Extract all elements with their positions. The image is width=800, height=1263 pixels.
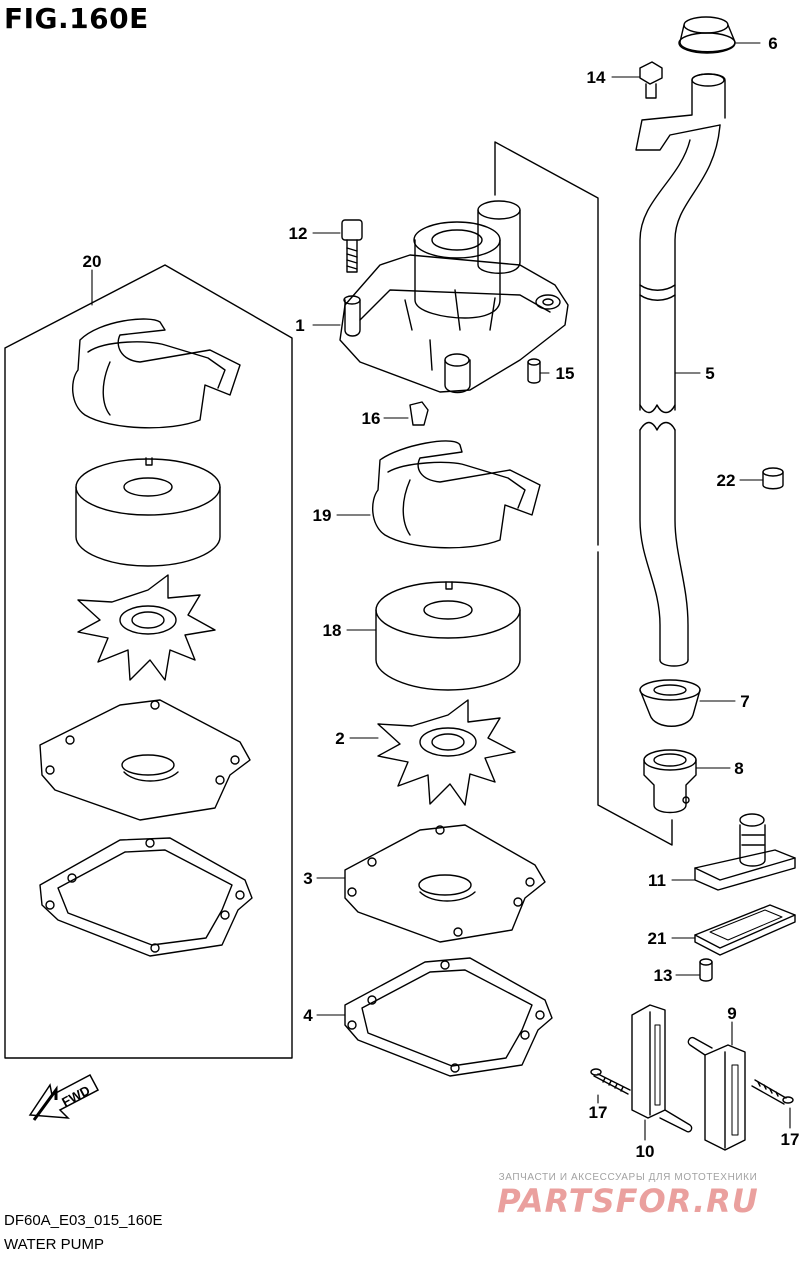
callout-22: 22 — [717, 471, 736, 490]
callout-18: 18 — [323, 621, 342, 640]
water-tube-5-lower — [639, 421, 689, 667]
impeller-2 — [377, 699, 516, 806]
callout-17-left: 17 — [589, 1103, 608, 1122]
callout-20: 20 — [83, 252, 102, 271]
grommet-6 — [678, 16, 736, 54]
gasket-4 — [344, 957, 553, 1077]
callout-11: 11 — [648, 871, 666, 890]
callout-21: 21 — [648, 929, 667, 948]
callout-13: 13 — [654, 966, 673, 985]
callout-17-right: 17 — [781, 1130, 800, 1149]
watermark-tagline: ЗАПЧАСТИ И АКСЕССУАРЫ ДЛЯ МОТОТЕХНИКИ — [499, 1172, 758, 1183]
callout-19: 19 — [313, 506, 332, 525]
callout-9: 9 — [727, 1004, 736, 1023]
callout-16: 16 — [362, 409, 381, 428]
callout-8: 8 — [734, 759, 743, 778]
callout-14: 14 — [587, 68, 606, 87]
kit-liner-plate — [39, 699, 251, 821]
screw-17-left — [590, 1068, 631, 1095]
watermark-logo: PARTSFOR.RU — [497, 1182, 758, 1220]
wire-clip-19 — [372, 440, 541, 549]
callout-4: 4 — [303, 1006, 313, 1025]
spacer-22 — [762, 467, 784, 490]
screw-17-right — [751, 1079, 794, 1105]
callout-2: 2 — [335, 729, 344, 748]
callout-labels: 20 1 12 15 16 19 18 2 3 4 6 14 5 22 7 8 … — [83, 34, 800, 1161]
mount-9 — [687, 1036, 746, 1151]
figure-title: FIG.160E — [4, 2, 149, 35]
kit-insert-ring — [75, 457, 221, 567]
model-code: DF60A_E03_015_160E — [4, 1212, 163, 1229]
callout-5: 5 — [705, 364, 714, 383]
mount-10 — [631, 1004, 693, 1133]
leader-lines — [91, 42, 791, 1141]
nipple-11 — [694, 813, 796, 891]
callout-3: 3 — [303, 869, 312, 888]
callout-15: 15 — [556, 364, 575, 383]
pump-housing — [339, 200, 569, 394]
pin-15 — [527, 358, 541, 384]
fwd-direction-arrow: FWD — [28, 1073, 100, 1121]
screw-13 — [699, 958, 713, 982]
insert-18 — [375, 581, 521, 691]
callout-1: 1 — [295, 316, 304, 335]
bolt-14 — [639, 61, 663, 99]
callout-6: 6 — [768, 34, 777, 53]
bolt-12 — [341, 219, 363, 273]
kit-gasket — [39, 837, 253, 957]
assembly-bracket — [494, 141, 673, 846]
key-16 — [409, 401, 429, 426]
water-tube-5-upper — [635, 73, 726, 414]
liner-plate-3 — [344, 824, 546, 943]
kit-wire-clip — [72, 318, 241, 429]
screen-21 — [694, 904, 796, 956]
kit-20-bracket — [4, 264, 293, 1059]
grommet-7 — [639, 679, 701, 727]
section-name: WATER PUMP — [4, 1236, 104, 1253]
watermark: ЗАПЧАСТИ И АКСЕССУАРЫ ДЛЯ МОТОТЕХНИКИ PA… — [497, 1172, 758, 1220]
kit-impeller — [77, 574, 216, 681]
grommet-8 — [643, 749, 697, 814]
fwd-label: FWD — [59, 1082, 92, 1109]
callout-12: 12 — [289, 224, 308, 243]
callout-7: 7 — [740, 692, 749, 711]
callout-10: 10 — [636, 1142, 655, 1161]
